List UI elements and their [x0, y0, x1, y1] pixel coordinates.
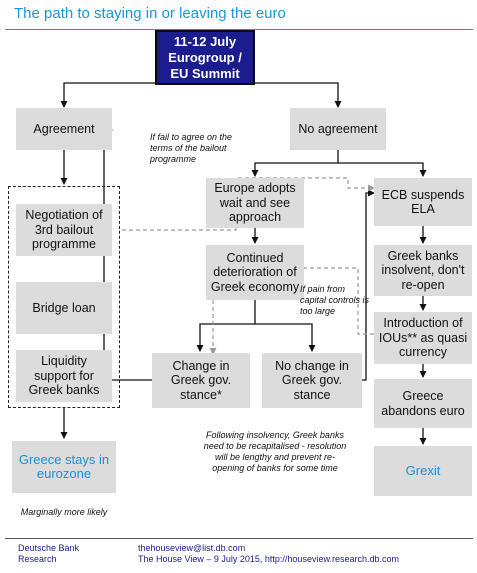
note-pain: If pain from capital controls is too lar… [300, 284, 370, 316]
note-insolvency: Following insolvency, Greek banks need t… [203, 430, 347, 473]
arrow-noagreement-split [251, 150, 339, 177]
no-change-stance-box: No change in Greek gov. stance [262, 353, 362, 408]
agreement-label: Agreement [33, 121, 95, 136]
arrow-summit-noagreement [255, 82, 342, 108]
footer-org-line2: Research [18, 554, 57, 564]
grexit-label: Grexit [405, 462, 441, 478]
title-rule [5, 29, 473, 30]
negotiation-label: Negotiation of 3rd bailout programme [25, 208, 103, 252]
europe-wait-label: Europe adopts wait and see approach [214, 181, 296, 225]
note-more-likely: Marginally more likely [20, 507, 108, 517]
footer-info: thehouseview@list.db.com The House View … [138, 543, 399, 565]
europe-wait-box: Europe adopts wait and see approach [206, 178, 304, 228]
bridge-loan-box: Bridge loan [16, 282, 112, 334]
ious-label: Introduction of IOUs** as quasi currency [378, 316, 468, 360]
banks-insolvent-label: Greek banks insolvent, don't re-open [381, 248, 465, 292]
dashed-arrow-negotiation-ecb [122, 177, 375, 231]
agreement-box: Agreement [16, 108, 112, 150]
arrow-continued-nochange [255, 323, 316, 352]
ious-box: Introduction of IOUs** as quasi currency [374, 312, 472, 364]
greece-abandons-label: Greece abandons euro [381, 389, 465, 418]
greece-abandons-box: Greece abandons euro [374, 379, 472, 428]
footer-email[interactable]: thehouseview@list.db.com [138, 543, 246, 553]
banks-insolvent-box: Greek banks insolvent, don't re-open [374, 245, 472, 296]
no-agreement-label: No agreement [298, 121, 378, 136]
ecb-suspends-box: ECB suspends ELA [374, 178, 472, 226]
continued-deterioration-label: Continued deterioration of Greek economy [210, 250, 300, 294]
arrow-continued-split [196, 300, 256, 352]
note-fail-agree: If fail to agree on the terms of the bai… [150, 132, 233, 164]
greece-stays-label: Greece stays in eurozone [18, 451, 110, 481]
change-stance-label: Change in Greek gov. stance* [170, 358, 232, 402]
arrow-summit-agreement [60, 82, 155, 108]
no-change-stance-label: No change in Greek gov. stance [275, 358, 349, 402]
summit-label: 11-12 July Eurogroup / EU Summit [168, 33, 242, 81]
agreement-path-group [8, 186, 120, 408]
bridge-loan-label: Bridge loan [32, 300, 96, 315]
page-title: The path to staying in or leaving the eu… [14, 5, 286, 22]
arrow-nochange-ecb [362, 189, 375, 381]
footer-rule [5, 538, 473, 539]
change-stance-box: Change in Greek gov. stance* [152, 353, 250, 408]
arrow-noagreement-ecb [338, 162, 427, 177]
greece-stays-box: Greece stays in eurozone [12, 441, 116, 493]
footer-org-line1: Deutsche Bank [18, 543, 80, 553]
footer-source: The House View – 9 July 2015, http://hou… [138, 554, 399, 564]
continued-deterioration-box: Continued deterioration of Greek economy [206, 245, 304, 300]
ecb-suspends-label: ECB suspends ELA [381, 187, 465, 217]
summit-box: 11-12 July Eurogroup / EU Summit [155, 30, 255, 85]
liquidity-label: Liquidity support for Greek banks [28, 354, 100, 398]
negotiation-box: Negotiation of 3rd bailout programme [16, 204, 112, 256]
liquidity-box: Liquidity support for Greek banks [16, 350, 112, 402]
footer-org: Deutsche Bank Research [18, 543, 79, 565]
no-agreement-box: No agreement [290, 108, 386, 150]
grexit-box: Grexit [374, 446, 472, 496]
